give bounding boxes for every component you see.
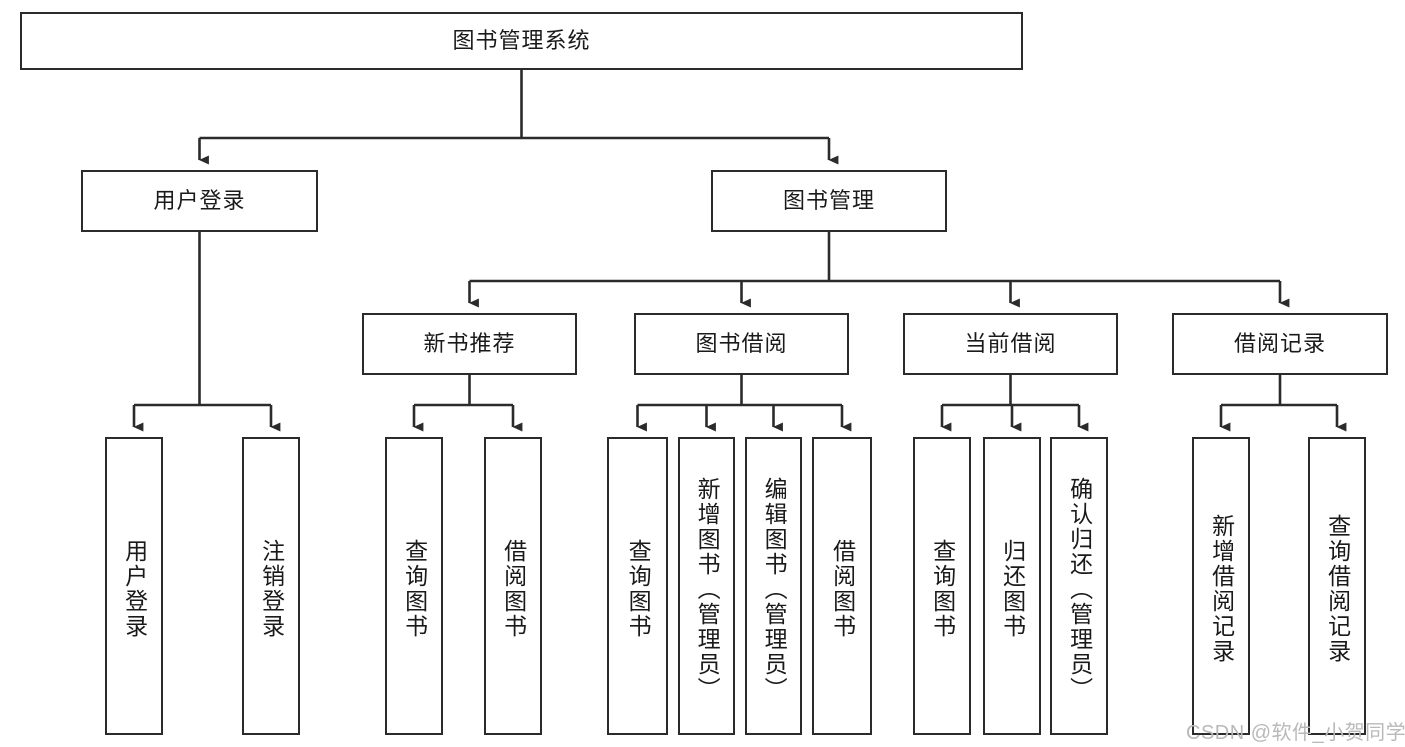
- node-label: 用户登录: [153, 187, 246, 213]
- node-label: 新增图书（管理员）: [694, 476, 721, 702]
- node-leaf-edit-book[interactable]: 编辑图书（管理员）: [745, 437, 802, 735]
- node-label: 注销登录: [258, 539, 285, 639]
- node-borrow-record[interactable]: 借阅记录: [1172, 313, 1388, 375]
- node-leaf-user-login[interactable]: 用户登录: [105, 437, 163, 735]
- node-label: 新书推荐: [423, 330, 516, 356]
- node-leaf-borrow-book-2[interactable]: 借阅图书: [812, 437, 872, 735]
- node-leaf-query-book-3[interactable]: 查询图书: [913, 437, 971, 735]
- node-leaf-return-book[interactable]: 归还图书: [983, 437, 1041, 735]
- node-label: 查询图书: [625, 539, 652, 639]
- node-book-manage[interactable]: 图书管理: [711, 170, 947, 232]
- node-current-borrow[interactable]: 当前借阅: [903, 313, 1118, 375]
- node-label: 图书借阅: [695, 330, 788, 356]
- node-label: 查询图书: [929, 539, 956, 639]
- node-leaf-add-record[interactable]: 新增借阅记录: [1192, 437, 1250, 735]
- node-root-library-system[interactable]: 图书管理系统: [20, 12, 1023, 70]
- node-label: 图书管理: [782, 187, 875, 213]
- node-label: 借阅记录: [1233, 330, 1326, 356]
- node-book-borrow[interactable]: 图书借阅: [634, 313, 849, 375]
- node-label: 查询借阅记录: [1324, 514, 1351, 664]
- node-new-book-rec[interactable]: 新书推荐: [362, 313, 577, 375]
- node-leaf-query-record[interactable]: 查询借阅记录: [1308, 437, 1366, 735]
- node-label: 归还图书: [999, 539, 1026, 639]
- node-label: 图书管理系统: [452, 27, 591, 53]
- node-leaf-borrow-book-1[interactable]: 借阅图书: [484, 437, 542, 735]
- node-label: 确认归还（管理员）: [1066, 476, 1093, 702]
- node-label: 新增借阅记录: [1208, 514, 1235, 664]
- node-leaf-add-book[interactable]: 新增图书（管理员）: [678, 437, 735, 735]
- node-label: 用户登录: [121, 539, 148, 639]
- node-label: 借阅图书: [500, 539, 527, 639]
- node-label: 编辑图书（管理员）: [761, 476, 788, 702]
- node-user-login[interactable]: 用户登录: [81, 170, 318, 232]
- node-label: 借阅图书: [829, 539, 856, 639]
- node-label: 当前借阅: [964, 330, 1057, 356]
- node-leaf-confirm-return[interactable]: 确认归还（管理员）: [1050, 437, 1108, 735]
- node-leaf-logout[interactable]: 注销登录: [242, 437, 300, 735]
- node-leaf-query-book-1[interactable]: 查询图书: [385, 437, 443, 735]
- node-label: 查询图书: [401, 539, 428, 639]
- node-leaf-query-book-2[interactable]: 查询图书: [607, 437, 668, 735]
